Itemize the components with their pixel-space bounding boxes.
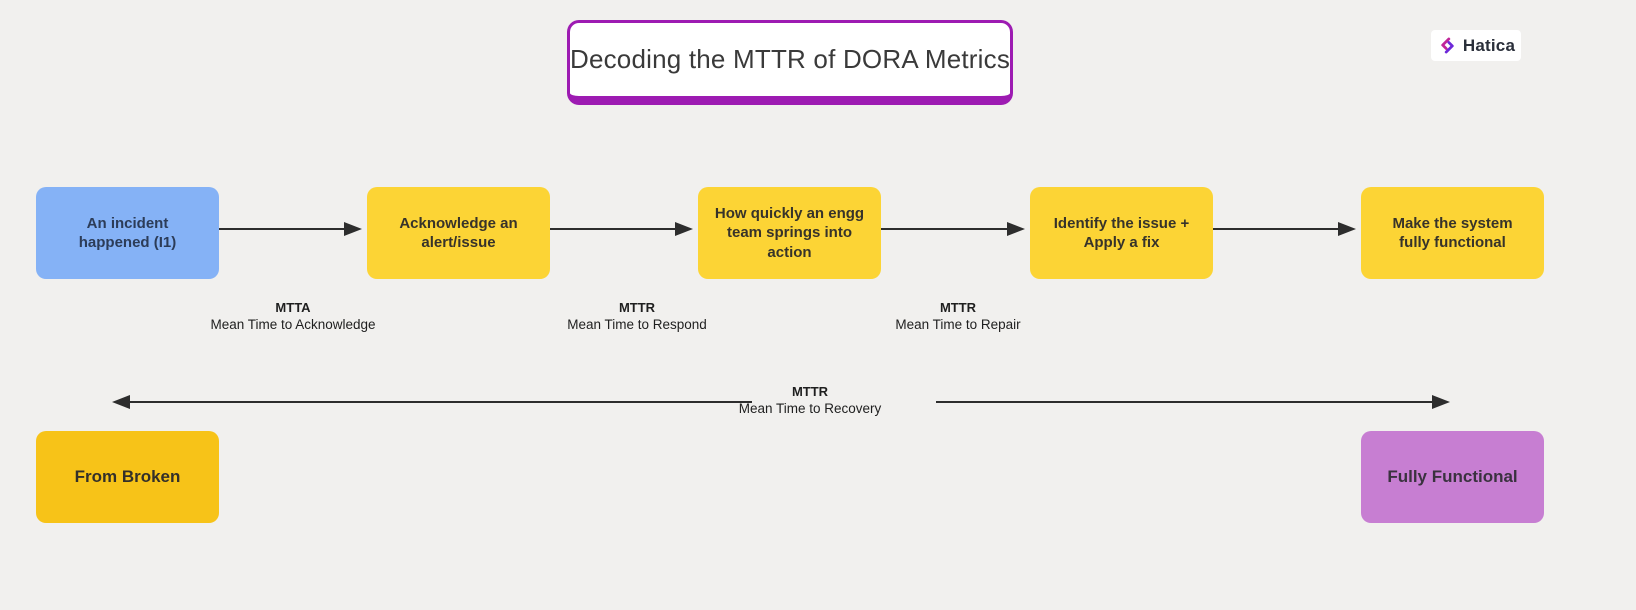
metric-mttr-respond-abbr: MTTR — [618, 300, 656, 315]
state-box-from-broken: From Broken — [36, 431, 219, 523]
state-box-fully-functional: Fully Functional — [1361, 431, 1544, 523]
metric-mttr-recovery-desc: Mean Time to Recovery — [738, 401, 882, 416]
flow-box-respond-label: How quickly an engg team springs into ac… — [714, 204, 865, 261]
metric-label-mttr-recovery: MTTR Mean Time to Recovery — [690, 383, 930, 418]
diagram-title-box: Decoding the MTTR of DORA Metrics — [567, 20, 1013, 105]
metric-mtta-desc: Mean Time to Acknowledge — [210, 317, 376, 332]
metric-label-mttr-repair: MTTR Mean Time to Repair — [838, 299, 1078, 334]
flow-box-restore: Make the system fully functional — [1361, 187, 1544, 279]
metric-label-mttr-respond: MTTR Mean Time to Respond — [517, 299, 757, 334]
flow-box-incident-label: An incident happened (I1) — [78, 214, 177, 252]
metric-mtta-abbr: MTTA — [275, 300, 311, 315]
hatica-logo: Hatica — [1431, 30, 1521, 61]
metric-mttr-respond-desc: Mean Time to Respond — [567, 317, 707, 332]
hatica-logo-text: Hatica — [1462, 35, 1516, 55]
metric-mttr-repair-abbr: MTTR — [939, 300, 977, 315]
hatica-logo-icon — [1441, 37, 1454, 54]
flow-box-acknowledge-label: Acknowledge an alert/issue — [399, 214, 518, 252]
state-fully-functional-label: Fully Functional — [1387, 467, 1518, 486]
diagram-title: Decoding the MTTR of DORA Metrics — [569, 44, 1011, 74]
state-from-broken-label: From Broken — [74, 467, 181, 486]
flow-box-respond: How quickly an engg team springs into ac… — [698, 187, 881, 279]
flow-box-acknowledge: Acknowledge an alert/issue — [367, 187, 550, 279]
flow-box-incident: An incident happened (I1) — [36, 187, 219, 279]
metric-mttr-recovery-abbr: MTTR — [791, 384, 829, 399]
flow-box-repair-label: Identify the issue + Apply a fix — [1053, 214, 1190, 252]
flow-box-restore-label: Make the system fully functional — [1392, 214, 1513, 252]
metric-label-mtta: MTTA Mean Time to Acknowledge — [173, 299, 413, 334]
flow-box-repair: Identify the issue + Apply a fix — [1030, 187, 1213, 279]
metric-mttr-repair-desc: Mean Time to Repair — [895, 317, 1021, 332]
